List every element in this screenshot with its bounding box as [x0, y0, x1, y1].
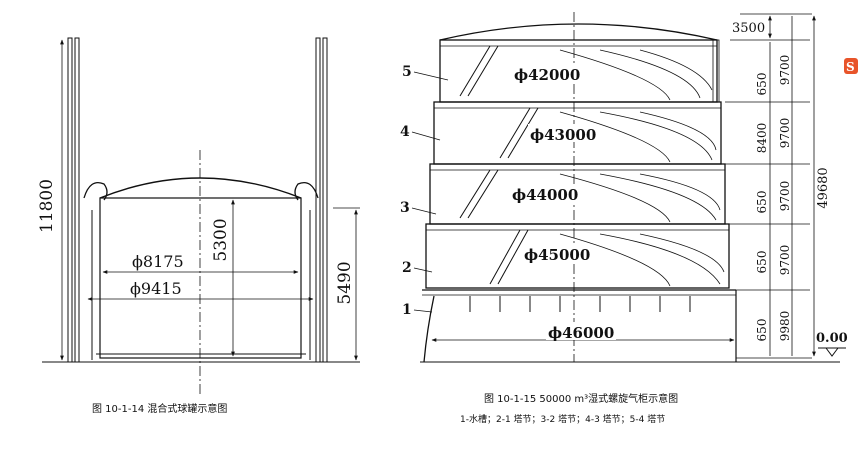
dim-left-dome-height: 5300 — [211, 218, 231, 261]
lift-number-3: 3 — [400, 200, 410, 216]
dim-left-right-height: 5490 — [335, 261, 355, 304]
lift-number-1: 1 — [402, 302, 412, 318]
logo-glyph: S — [846, 60, 855, 74]
dim-3500: 3500 — [732, 21, 765, 36]
dim-650-c: 650 — [755, 251, 769, 274]
dia-lift-4: ϕ42000 — [514, 66, 580, 84]
dim-650-d: 650 — [755, 319, 769, 342]
dim-left-outer-diameter: ϕ9415 — [130, 279, 182, 298]
dim-left-inner-diameter: ϕ8175 — [132, 252, 184, 271]
dim-650-a: 650 — [755, 73, 769, 96]
dim-9700-b: 9700 — [778, 118, 792, 149]
dia-lift-2: ϕ44000 — [512, 186, 578, 204]
dim-9980: 9980 — [778, 311, 792, 342]
ground-level-label: 0.00 — [816, 331, 848, 346]
dia-lift-1: ϕ45000 — [524, 246, 590, 264]
caption-left: 图 10-1-14 混合式球罐示意图 — [92, 402, 227, 415]
dim-9700-a: 9700 — [778, 55, 792, 86]
caption-right-title: 图 10-1-15 50000 m³湿式螺旋气柜示意图 — [484, 392, 678, 405]
lift-number-2: 2 — [402, 260, 412, 276]
logo-icon — [844, 58, 858, 74]
dia-lift-3: ϕ43000 — [530, 126, 596, 144]
figure-left — [42, 37, 360, 395]
lift-number-5: 5 — [402, 64, 412, 80]
dim-left-total-height: 11800 — [37, 179, 57, 233]
dim-49680: 49680 — [816, 167, 831, 208]
dim-9700-c: 9700 — [778, 181, 792, 212]
caption-right-legend: 1-水槽；2-1 塔节；3-2 塔节；4-3 塔节；5-4 塔节 — [460, 413, 665, 425]
dia-tank: ϕ46000 — [548, 324, 614, 342]
lift-number-4: 4 — [400, 124, 410, 140]
dim-650-b: 650 — [755, 191, 769, 214]
dim-8400: 8400 — [755, 123, 769, 154]
dim-9700-d: 9700 — [778, 245, 792, 276]
